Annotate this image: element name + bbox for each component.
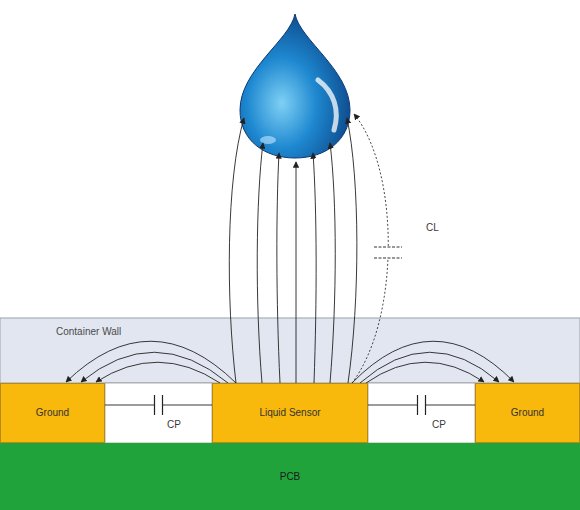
field-lines — [229, 118, 357, 383]
pcb-board: PCB — [0, 443, 580, 510]
electrode-pad: Liquid Sensor — [212, 383, 368, 443]
container-wall: Container Wall — [0, 318, 580, 383]
liquid-capacitance — [352, 114, 402, 383]
gap-fill — [368, 383, 475, 443]
node-label: Container Wall — [56, 326, 121, 338]
field-line — [81, 352, 228, 383]
capacitor-symbol — [105, 395, 212, 415]
field-line — [66, 341, 236, 383]
capacitor-label: CL — [426, 222, 439, 233]
node-label: Ground — [36, 407, 69, 419]
capacitor-label: CP — [167, 419, 181, 430]
gap-fill — [105, 383, 212, 443]
node-label: PCB — [280, 471, 301, 483]
electrode-pad: Ground — [0, 383, 105, 443]
node-label: Liquid Sensor — [259, 407, 320, 419]
electrode-pad: Ground — [475, 383, 580, 443]
capacitor-label: CP — [432, 419, 446, 430]
field-line — [366, 362, 484, 383]
field-line — [96, 362, 220, 383]
water-drop — [240, 14, 350, 158]
capacitor-symbol — [368, 395, 475, 415]
field-line — [360, 352, 499, 383]
node-label: Ground — [511, 407, 544, 419]
container-wall-fill — [0, 318, 580, 383]
field-line — [352, 341, 514, 383]
